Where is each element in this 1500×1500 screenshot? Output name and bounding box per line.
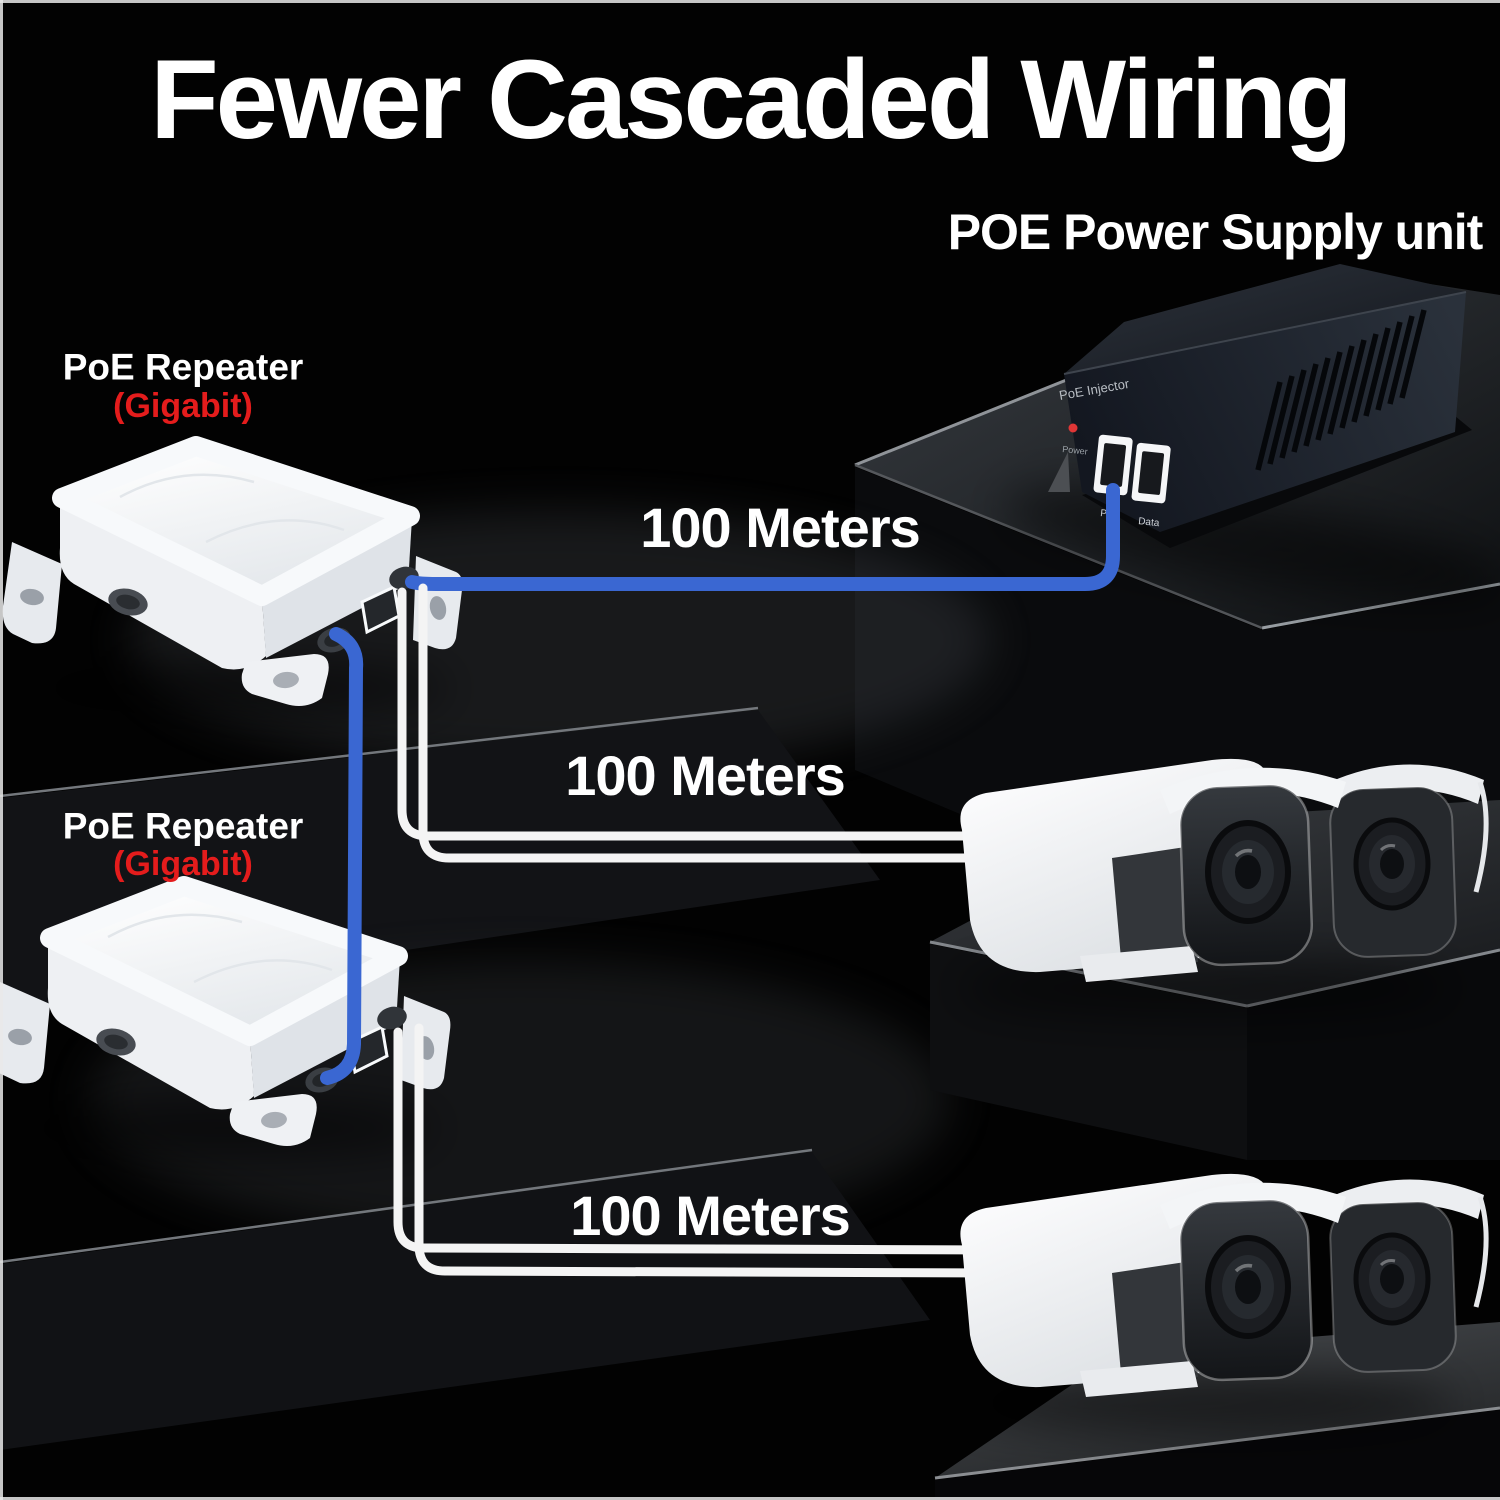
cables [320, 483, 1120, 1278]
distance-label-psu-to-repeater1: 100 Meters [640, 496, 921, 559]
injector-port-data [1131, 442, 1171, 504]
camera-pair-2 [955, 1174, 1486, 1433]
cable-blue-injector-to-repeater1 [405, 483, 1120, 591]
cable-white-repeater1-to-camera1-b [418, 583, 1005, 863]
camera-pair-1 [955, 758, 1489, 1018]
diagram-title: Fewer Cascaded Wiring [150, 37, 1352, 162]
poe-injector-device: Power PoE Injector PoE Data [1003, 264, 1500, 603]
injector-led-label: Power [1062, 444, 1088, 457]
distance-label-repeater1-to-camera1: 100 Meters [565, 744, 846, 807]
repeater1-name-label: PoE Repeater [62, 346, 304, 388]
repeater2-name-label: PoE Repeater [62, 805, 304, 847]
power-led [1068, 423, 1078, 433]
camera-rear [1329, 764, 1489, 958]
camera-front [960, 758, 1346, 982]
image-edge-bottom [0, 1497, 1500, 1500]
injector-port-label-data: Data [1138, 516, 1161, 529]
cable-white-repeater2-to-camera2-a [393, 1027, 1009, 1255]
cable-blue-repeater1-to-repeater2 [320, 627, 364, 1085]
poe-repeater-1-device [2, 436, 463, 714]
image-edge-top [0, 0, 1500, 3]
injector-port-poe [1093, 434, 1133, 496]
cable-white-repeater1-to-camera1-a [397, 587, 1009, 841]
image-edge-left [0, 0, 3, 1500]
injector-vents [1255, 309, 1427, 471]
injector-mount-ear [1048, 452, 1070, 492]
distance-label-repeater2-to-camera2: 100 Meters [570, 1184, 851, 1247]
repeater1-spec-label: (Gigabit) [113, 387, 253, 425]
cable-white-repeater2-to-camera2-b [414, 1023, 1005, 1278]
power-supply-label: POE Power Supply unit [947, 204, 1484, 260]
repeater2-spec-label: (Gigabit) [113, 845, 253, 883]
